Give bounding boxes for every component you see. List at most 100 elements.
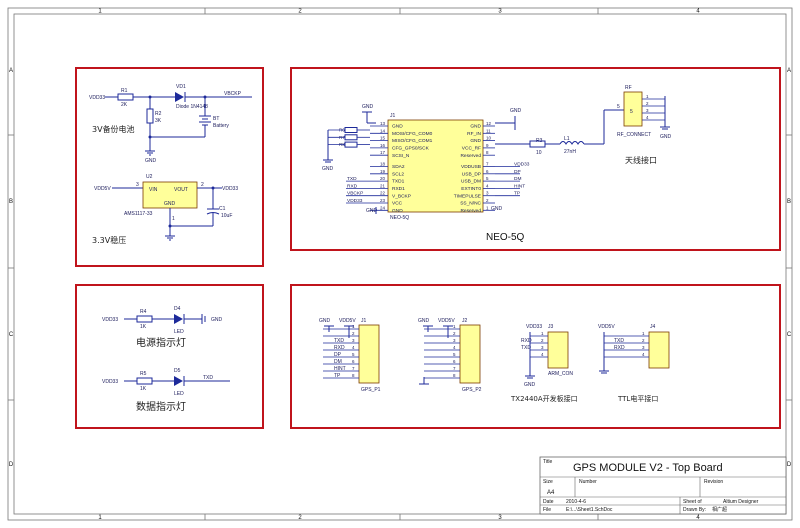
neo-gnd-top: GND bbox=[362, 104, 374, 110]
neo-left-pin-name: MOSI/CFG_COM0 bbox=[392, 131, 433, 137]
header-pin-number: 6 bbox=[352, 359, 355, 364]
section-gps-box bbox=[290, 67, 781, 251]
row-mark-d: D bbox=[9, 462, 14, 468]
header-pin-number: 4 bbox=[642, 352, 645, 357]
rf-pin-number: 2 bbox=[646, 101, 649, 106]
col-mark-1: 1 bbox=[98, 9, 102, 15]
neo-left-pin-name: SDA2 bbox=[392, 164, 405, 170]
rf-pin-number: 4 bbox=[646, 115, 649, 120]
header-net-label: TXD bbox=[334, 338, 344, 344]
r1-resistor bbox=[117, 93, 134, 101]
tb-title-label: Title bbox=[543, 459, 552, 465]
pull-resistor bbox=[344, 127, 358, 133]
tb-date-label: Date bbox=[543, 499, 554, 505]
r5-resistor bbox=[136, 377, 153, 385]
row-mark-d-right: D bbox=[787, 462, 792, 468]
data-led-title: 数据指示灯 bbox=[136, 400, 186, 413]
neo-right-net-label: DM bbox=[514, 176, 521, 182]
header-pin-number: 7 bbox=[453, 366, 456, 371]
neo-left-pin-number: 20 bbox=[380, 176, 386, 181]
r2-ref: R2 bbox=[155, 111, 162, 117]
row-mark-a: A bbox=[9, 68, 13, 74]
reg-pin3: 3 bbox=[136, 182, 139, 188]
neo-left-pin-number: 22 bbox=[380, 191, 386, 196]
vd1-diode-icon bbox=[175, 92, 184, 102]
section-led-box bbox=[75, 284, 264, 429]
neo-left-pin-name: RXD1 bbox=[392, 186, 405, 192]
backup-battery-circuit: VDD33 R1 2K VD1 Diode 1N4148 VBCKP R2 3K… bbox=[89, 84, 252, 164]
neo-gnd-left: GND bbox=[322, 166, 334, 172]
gps-p1-header bbox=[358, 324, 380, 384]
j3-vdd: VDD33 bbox=[526, 324, 542, 330]
neo5q-chip bbox=[387, 119, 484, 213]
neo-left-pin-name: GND bbox=[392, 208, 403, 214]
c1-ref: C1 bbox=[219, 206, 226, 212]
header-pin-number: 2 bbox=[541, 338, 544, 343]
neo-left-net-label: RXD bbox=[347, 183, 358, 189]
neo-right-pin-name: GND bbox=[470, 124, 481, 130]
tb-company: Altium Designer bbox=[723, 499, 759, 505]
neo-right-pin-name: RF_IN bbox=[467, 131, 481, 137]
neo-right-pin-name: TIMEPULSE bbox=[454, 193, 481, 199]
tb-title: GPS MODULE V2 - Top Board bbox=[573, 462, 723, 474]
connector-circuit: GND VDD5V J1 GPS_P1 123TXD4RXD5DP6DM7HIN… bbox=[319, 318, 670, 403]
j4-vdd: VDD5V bbox=[598, 324, 615, 330]
bt-value: Battery bbox=[213, 123, 229, 129]
d4-led-icon bbox=[174, 314, 183, 324]
header-net-label: TXD bbox=[614, 338, 624, 344]
neo-right-pin-number: 11 bbox=[486, 128, 491, 133]
d5-led-icon bbox=[174, 376, 183, 386]
header-pin-number: 8 bbox=[453, 373, 456, 378]
header-pin-number: 5 bbox=[453, 352, 456, 357]
rf-pin-group: 1 2 3 4 bbox=[642, 94, 665, 121]
led-vdd33-1: VDD33 bbox=[102, 317, 118, 323]
header-net-label: TXD bbox=[521, 345, 531, 351]
neo-right-pin-name: EXTINT0 bbox=[461, 186, 481, 192]
rf-pin-number: 1 bbox=[646, 94, 649, 99]
header-net-label: DM bbox=[334, 359, 342, 365]
col-mark-4: 4 bbox=[696, 9, 700, 15]
r4-value: 1K bbox=[140, 324, 147, 330]
u2-gnd: GND bbox=[164, 201, 176, 207]
neo-left-net-label: VDD33 bbox=[347, 198, 363, 204]
r3-value: 10 bbox=[536, 150, 542, 156]
neo-left-pin-number: 15 bbox=[380, 136, 386, 141]
sheet-border-inner bbox=[13, 13, 787, 515]
neo-right-pin-number: 6 bbox=[486, 169, 489, 174]
neo-right-pin-number: 8 bbox=[486, 150, 489, 155]
row-mark-c-right: C bbox=[787, 332, 792, 338]
j3-ref: J3 bbox=[548, 324, 554, 330]
rf-pin-number: 3 bbox=[646, 108, 649, 113]
tb-number-label: Number bbox=[579, 479, 597, 485]
rf-gnd-label: GND bbox=[510, 108, 522, 114]
neo-left-pin-name: VCC bbox=[392, 201, 403, 207]
rf-part: RF_CONNECT bbox=[617, 132, 651, 138]
p2-ref: J2 bbox=[462, 318, 468, 324]
col-mark-2: 2 bbox=[298, 9, 302, 15]
tb-file-label: File bbox=[543, 507, 551, 513]
header-pin-number: 3 bbox=[642, 345, 645, 350]
header-net-label: HINT bbox=[334, 366, 346, 372]
u2-vin: VIN bbox=[149, 187, 158, 193]
led-circuit: VDD33 R4 1K D4 LED GND 电源指示灯 VDD33 R5 1K… bbox=[102, 306, 230, 413]
tb-size: A4 bbox=[547, 490, 555, 496]
rf-inner-pin: 5 bbox=[630, 109, 633, 115]
d4-ref: D4 bbox=[174, 306, 181, 312]
p2-gnd: GND bbox=[418, 318, 430, 324]
neo-left-pin-number: 17 bbox=[380, 150, 386, 155]
neo-right-net-label: DP bbox=[514, 169, 521, 175]
header-pin-number: 3 bbox=[352, 338, 355, 343]
neo-right-pin-name: Reserved bbox=[460, 153, 481, 159]
col-mark-1-bottom: 1 bbox=[98, 515, 102, 521]
p2-vdd: VDD5V bbox=[438, 318, 455, 324]
header-pin-number: 8 bbox=[352, 373, 355, 378]
d4-value: LED bbox=[174, 329, 184, 335]
neo-right-pin-number: 7 bbox=[486, 162, 489, 167]
neo-left-pin-name: MISO/CFG_COM1 bbox=[392, 138, 433, 144]
j4-ref: J4 bbox=[650, 324, 656, 330]
header-pin-number: 1 bbox=[541, 331, 544, 336]
vd1-ref: VD1 bbox=[176, 84, 186, 90]
backup-battery-title: 3V备份电池 bbox=[92, 124, 135, 134]
u2-ref: U2 bbox=[146, 174, 153, 180]
